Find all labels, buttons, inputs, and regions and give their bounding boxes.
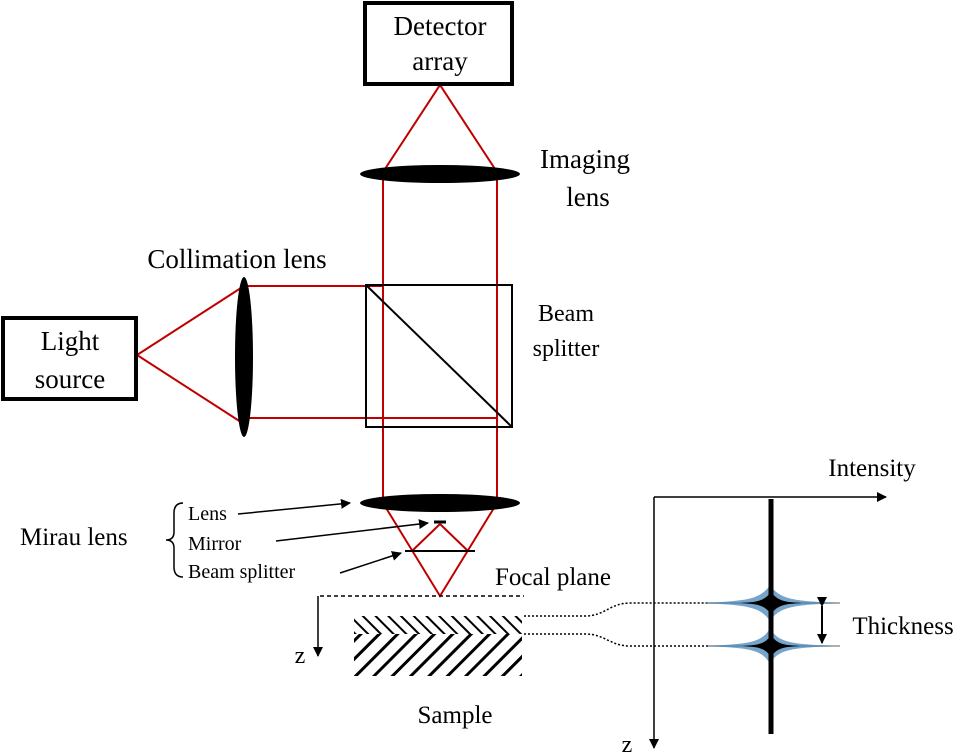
mirau-bracket xyxy=(165,502,184,578)
peak-core-bottom xyxy=(742,635,800,657)
beam-source-cone xyxy=(135,285,245,425)
collimation-lens xyxy=(235,277,253,437)
thickness-label: Thickness xyxy=(852,613,953,640)
sample-substrate xyxy=(354,634,522,676)
sample-z-label: z xyxy=(295,643,306,669)
intensity-plot: Intensity z Thickness xyxy=(622,455,954,753)
light-source-box xyxy=(1,316,138,401)
light-source-label-line1: Light xyxy=(41,326,100,356)
beam-splitter-label-line1: Beam xyxy=(538,301,594,327)
beam-splitter-cube xyxy=(365,284,513,428)
mirau-objective-lens xyxy=(360,494,520,512)
sample-thin-layer xyxy=(354,616,522,634)
mirau-sub-label-beam-splitter: Beam splitter xyxy=(188,561,296,583)
sample-to-plot-connectors xyxy=(524,602,708,647)
light-source: Light source xyxy=(1,316,138,401)
mirau-sub-label-lens: Lens xyxy=(188,503,227,525)
detector-array: Detector array xyxy=(363,1,514,86)
mirau-pointer-arrows xyxy=(237,498,429,574)
light-source-label-line2: source xyxy=(35,364,105,394)
beam-mirau-left xyxy=(411,523,441,552)
mirau-lens-label: Mirau lens xyxy=(20,524,128,551)
beam-splitter-diagonal xyxy=(365,284,513,428)
beam-focus-cone xyxy=(382,502,498,598)
imaging-lens-label-line1: Imaging xyxy=(540,144,630,174)
pointer-arrow-beam-splitter xyxy=(339,551,402,574)
pointer-arrow-mirror xyxy=(275,519,429,542)
sample-label: Sample xyxy=(418,702,493,729)
imaging-lens-label-line2: lens xyxy=(566,182,610,212)
detector-label-line2: array xyxy=(412,46,468,76)
peak-core-top xyxy=(740,592,802,614)
imaging-lens xyxy=(360,165,520,183)
plot-z-label: z xyxy=(622,732,633,753)
beam-splitter-box xyxy=(365,284,513,428)
intensity-axis-label: Intensity xyxy=(828,455,916,482)
beam-detector-cone xyxy=(382,83,498,173)
collimation-lens-label: Collimation lens xyxy=(147,244,326,274)
pointer-arrow-lens xyxy=(237,498,351,515)
beam-splitter-label-line2: splitter xyxy=(533,336,600,362)
mirau-sub-label-mirror: Mirror xyxy=(188,533,242,555)
detector-array-box xyxy=(363,1,514,86)
detector-label-line1: Detector xyxy=(394,11,487,41)
connector-top-surface xyxy=(524,602,708,617)
connector-bottom-surface xyxy=(524,633,708,647)
focal-plane-label: Focal plane xyxy=(495,564,611,591)
beam-mirau-right xyxy=(439,523,469,552)
